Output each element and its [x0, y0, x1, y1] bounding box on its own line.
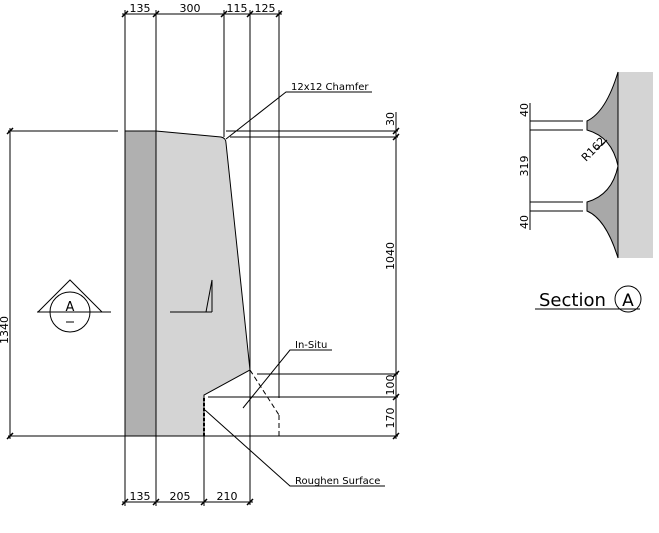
section-marker-letter: A — [66, 300, 75, 315]
leaders — [204, 91, 385, 487]
section-wall — [618, 72, 653, 258]
section-title-circle — [614, 285, 642, 313]
section-dim-3: 40 — [518, 215, 531, 229]
right-dim-4: 170 — [384, 408, 397, 429]
precast-panel — [124, 130, 157, 437]
top-dim-4: 125 — [255, 2, 276, 15]
right-dim-1: 30 — [384, 112, 397, 126]
dimension-ticks — [6, 10, 400, 506]
extension-lines — [8, 10, 398, 506]
top-dim-1: 135 — [130, 2, 151, 15]
section-title: Section — [539, 290, 606, 311]
bottom-dim-1: 135 — [130, 490, 151, 503]
bottom-dim-2: 205 — [170, 490, 191, 503]
section-marker — [37, 279, 111, 333]
section-title-letter: A — [622, 291, 634, 311]
in-situ-note: In-Situ — [295, 340, 327, 351]
section-dim-1: 40 — [518, 103, 531, 117]
top-dim-3: 115 — [227, 2, 248, 15]
top-dim-2: 300 — [180, 2, 201, 15]
left-dim: 1340 — [0, 316, 11, 344]
bottom-dim-3: 210 — [217, 490, 238, 503]
chamfer-note: 12x12 Chamfer — [291, 82, 369, 93]
right-dim-2: 1040 — [384, 242, 397, 270]
right-dim-3: 100 — [384, 375, 397, 396]
section-dim-2: 319 — [518, 156, 531, 177]
roughen-note: Roughen Surface — [295, 476, 380, 487]
section-dims — [529, 103, 608, 230]
weld-symbol — [170, 279, 213, 313]
insitu-section — [155, 130, 251, 437]
shear-key-profile — [586, 71, 619, 259]
